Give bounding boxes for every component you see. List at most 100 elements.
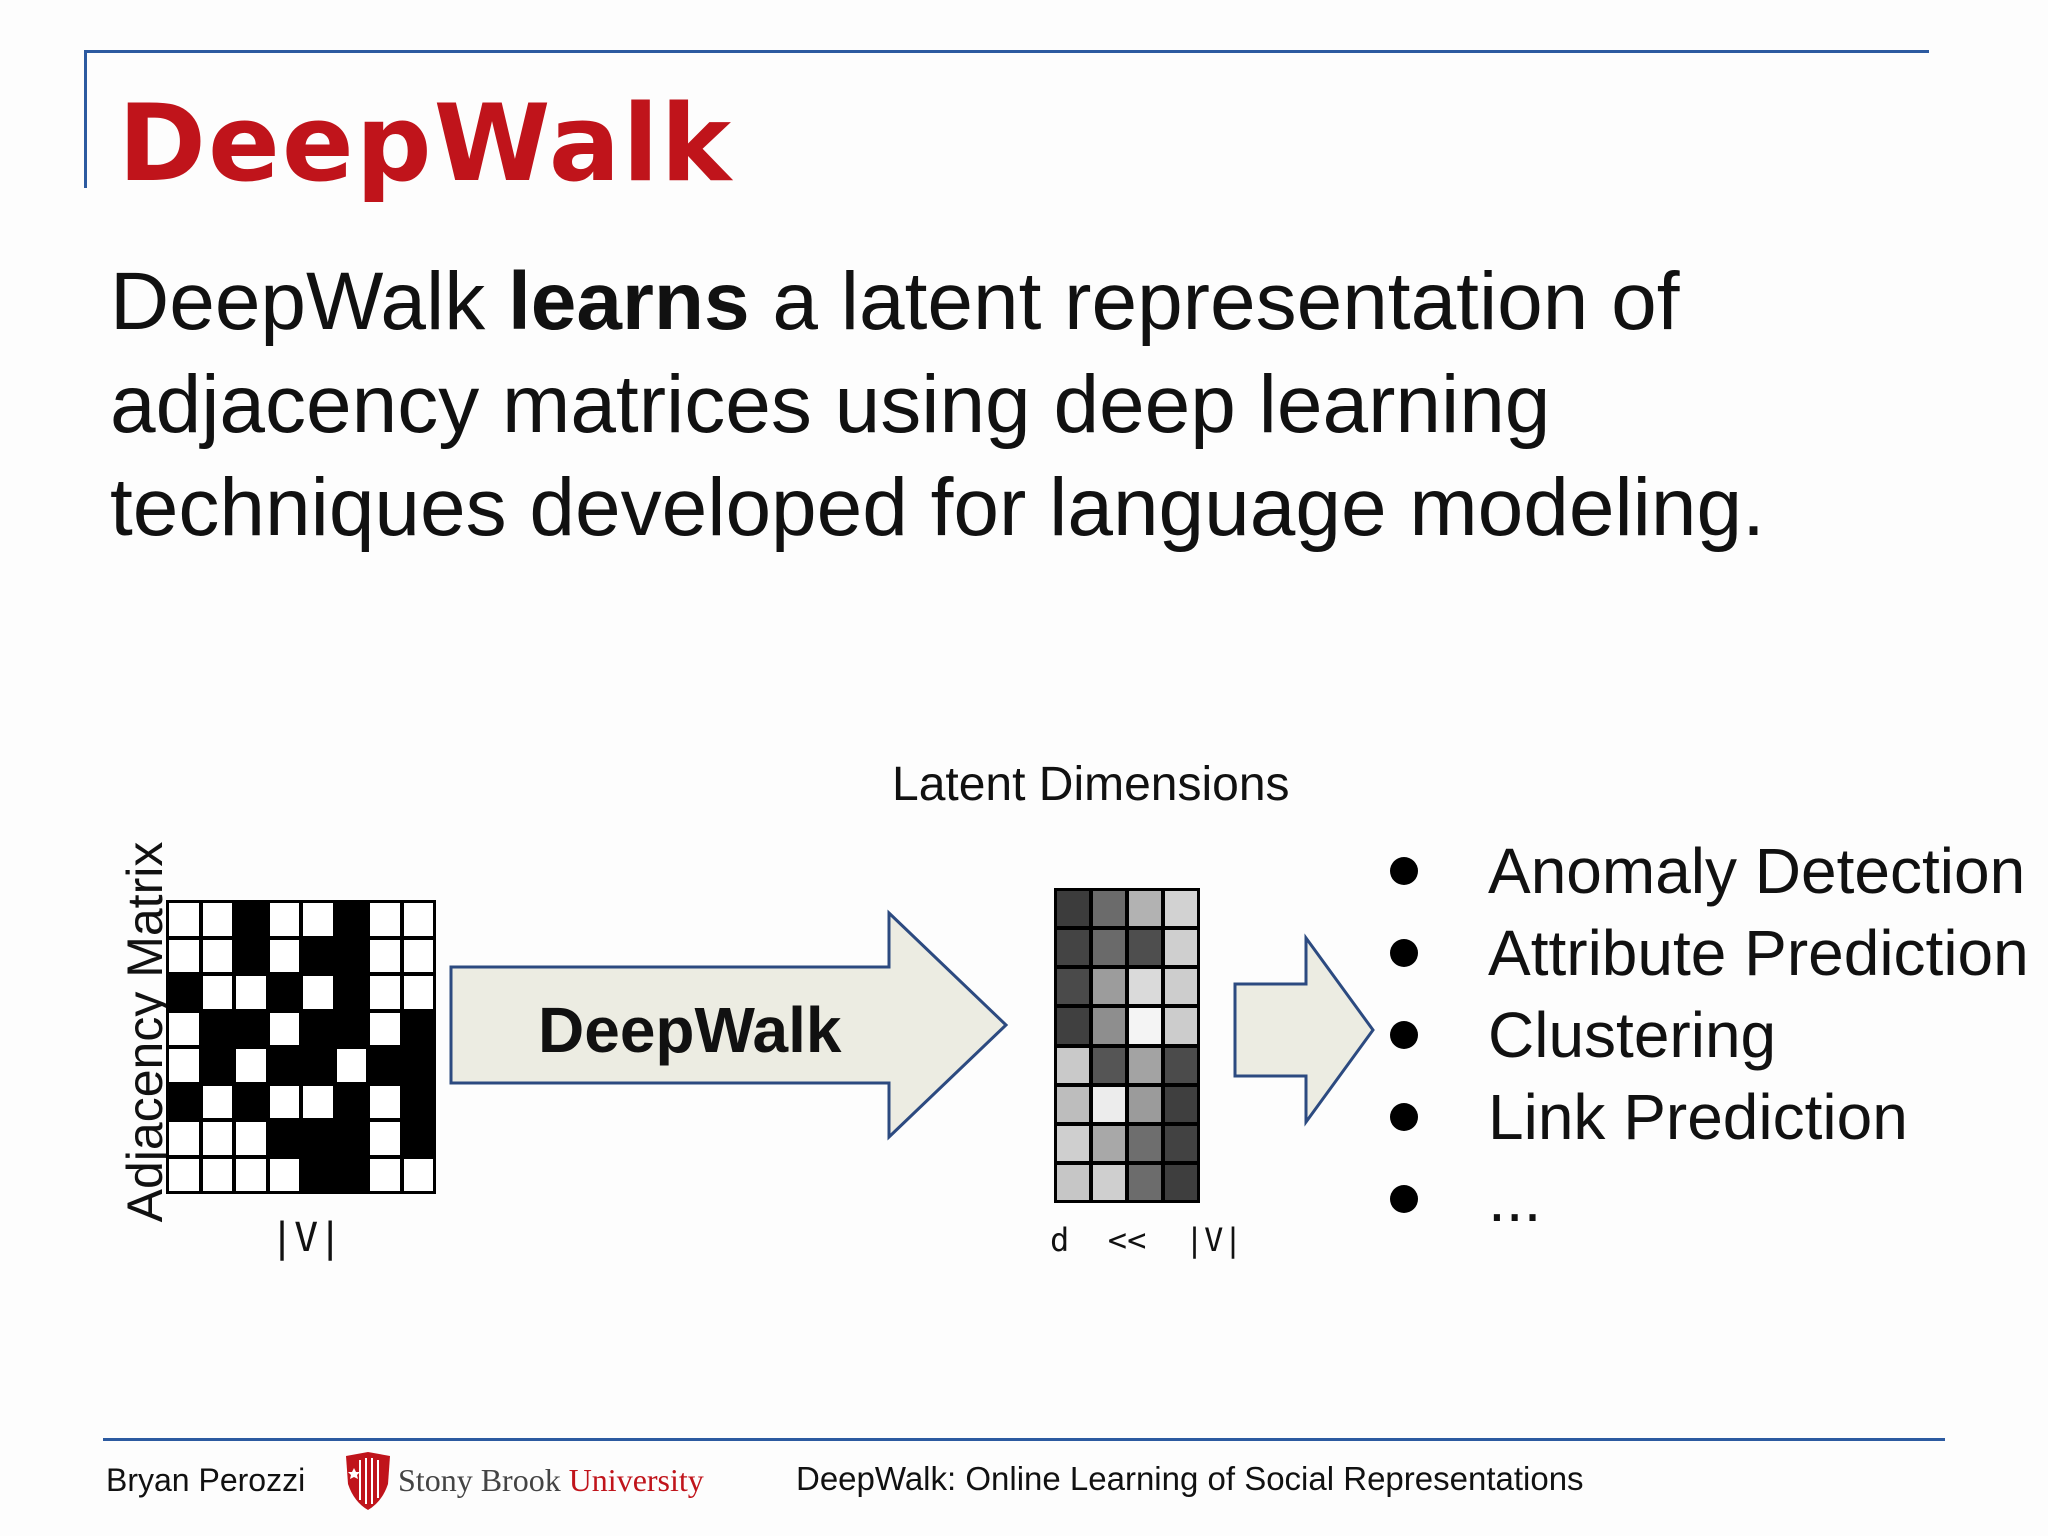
bullet-icon [1390,1103,1418,1131]
deepwalk-arrow-shape [449,909,1009,1141]
adjacency-cell [403,1012,433,1045]
latent-cell [1129,1164,1161,1200]
adjacency-cell [202,1158,232,1191]
latent-cell [1129,1008,1161,1044]
latent-cell [1165,1008,1197,1044]
body-text-post: a latent representation of adjacency mat… [110,256,1765,553]
latent-cell [1165,1086,1197,1122]
adjacency-cell [303,1122,333,1155]
adjacency-cell [336,1085,366,1118]
adjacency-cell [169,903,199,936]
bullet-icon [1390,857,1418,885]
adjacency-cell [336,939,366,972]
latent-cell [1057,930,1089,966]
adjacency-cell [202,1049,232,1082]
deepwalk-arrow-label: DeepWalk [538,994,842,1066]
latent-cell [1057,891,1089,927]
latent-cell [1057,969,1089,1005]
adjacency-cell [269,1158,299,1191]
latent-cell [1129,1086,1161,1122]
latent-cell [1093,1125,1125,1161]
adjacency-cell [303,939,333,972]
adjacency-cell [236,1122,266,1155]
slide-title: DeepWalk [118,82,734,205]
body-text-bold: learns [508,256,750,347]
adjacency-cell [236,1049,266,1082]
adjacency-cell [169,1012,199,1045]
adjacency-cell [370,1158,400,1191]
adjacency-cell [336,1012,366,1045]
latent-cell [1093,891,1125,927]
application-label: Attribute Prediction [1488,917,2029,989]
adjacency-cell [403,903,433,936]
adjacency-cell [269,903,299,936]
adjacency-cell [269,939,299,972]
application-item: Clustering [1380,994,2029,1076]
adjacency-cell [303,1085,333,1118]
adjacency-cell [370,1085,400,1118]
adjacency-cell [303,1049,333,1082]
adjacency-cell [236,939,266,972]
latent-cell [1057,1125,1089,1161]
adjacency-cell [403,976,433,1009]
latent-cell [1165,969,1197,1005]
adjacency-cell [336,1049,366,1082]
adjacency-cell [403,1049,433,1082]
latent-cell [1165,891,1197,927]
adjacency-cell [269,976,299,1009]
latent-dimensions-label: Latent Dimensions [892,758,1290,811]
adjacency-cell [236,1012,266,1045]
latent-cell [1057,1164,1089,1200]
bottom-rule [103,1438,1945,1441]
latent-cell [1129,891,1161,927]
adjacency-cell [303,903,333,936]
adjacency-cell [336,903,366,936]
adjacency-cell [336,1158,366,1191]
bullet-icon [1390,1021,1418,1049]
adjacency-cell [202,1122,232,1155]
application-label: Clustering [1488,999,1777,1071]
output-arrow-icon [1233,933,1375,1127]
latent-cell [1165,1164,1197,1200]
adjacency-cell [370,1122,400,1155]
latent-cell [1129,1125,1161,1161]
adjacency-cell [202,1012,232,1045]
footer-paper-title: DeepWalk: Online Learning of Social Repr… [796,1460,1584,1497]
bullet-icon [1390,939,1418,967]
adjacency-cell [370,939,400,972]
bullet-icon [1390,1185,1418,1213]
output-arrow-shape [1233,933,1375,1127]
stony-brook-logo-icon [346,1452,390,1510]
deepwalk-arrow-icon [449,909,1009,1141]
latent-cell [1057,1086,1089,1122]
latent-cell [1129,1047,1161,1083]
latent-cell [1165,930,1197,966]
footer-author: Bryan Perozzi [106,1462,306,1498]
adjacency-cell [303,1012,333,1045]
latent-cell [1093,1086,1125,1122]
adjacency-cell [269,1085,299,1118]
latent-cell [1093,969,1125,1005]
latent-cell [1129,930,1161,966]
adjacency-cell [370,903,400,936]
application-item: Attribute Prediction [1380,912,2029,994]
latent-matrix-grid [1054,888,1200,1203]
latent-cell [1057,1008,1089,1044]
adjacency-cell [202,976,232,1009]
adjacency-cell [236,976,266,1009]
adjacency-cell [403,1158,433,1191]
adjacency-cell [403,939,433,972]
adjacency-cell [169,1158,199,1191]
adjacency-cell [202,939,232,972]
adjacency-cell [303,976,333,1009]
adjacency-cell [202,1085,232,1118]
adjacency-cell [169,939,199,972]
latent-cell [1129,969,1161,1005]
university-name-stony: Stony Brook [398,1462,569,1498]
latent-cell [1165,1125,1197,1161]
adjacency-cell [169,1085,199,1118]
latent-cell [1093,1047,1125,1083]
left-rule [84,50,87,188]
application-label: Anomaly Detection [1488,835,2026,907]
